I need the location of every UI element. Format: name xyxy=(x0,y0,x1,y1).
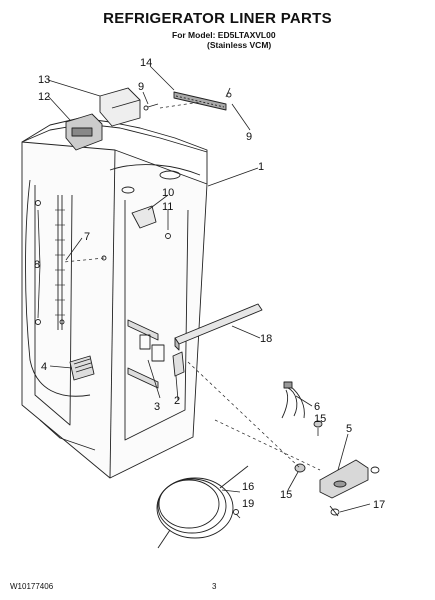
leader-lines xyxy=(37,65,371,519)
callout-5: 5 xyxy=(346,423,352,435)
callout-8: 8 xyxy=(34,259,40,271)
callout-14: 14 xyxy=(140,57,152,69)
part-5-control xyxy=(319,459,369,499)
callout-3: 3 xyxy=(154,401,160,413)
part-10-bracket xyxy=(131,205,157,229)
callout-17: 17 xyxy=(373,499,385,511)
callout-15-upper: 15 xyxy=(314,413,326,425)
callout-12: 12 xyxy=(38,91,50,103)
callout-1: 1 xyxy=(258,161,264,173)
part-12-control xyxy=(65,113,103,151)
part-15-grommets xyxy=(294,420,323,473)
doc-number: W10177406 xyxy=(10,582,54,591)
callout-13: 13 xyxy=(38,74,50,86)
callout-7: 7 xyxy=(84,231,90,243)
liner-cabinet xyxy=(21,117,208,479)
callout-19: 19 xyxy=(242,498,254,510)
page-title: REFRIGERATOR LINER PARTS xyxy=(103,10,332,27)
part-18-bar xyxy=(174,303,263,351)
page-number: 3 xyxy=(212,582,217,591)
screws xyxy=(35,87,239,515)
callout-4: 4 xyxy=(41,361,47,373)
callout-9-right: 9 xyxy=(246,131,252,143)
callout-16: 16 xyxy=(242,481,254,493)
part-14-strip xyxy=(173,91,227,111)
model-line: For Model: ED5LTAXVL00 xyxy=(172,30,276,40)
finish-line: (Stainless VCM) xyxy=(207,40,272,50)
part-2-clip xyxy=(172,351,185,377)
part-4-vent xyxy=(69,355,95,381)
callout-10: 10 xyxy=(162,187,174,199)
part-16-tube xyxy=(156,465,249,549)
callout-6: 6 xyxy=(314,401,320,413)
callout-2: 2 xyxy=(174,395,180,407)
callout-15-lower: 15 xyxy=(280,489,292,501)
callout-9-top: 9 xyxy=(138,81,144,93)
callout-18: 18 xyxy=(260,333,272,345)
part-13-housing xyxy=(99,87,141,127)
callout-11: 11 xyxy=(162,201,173,213)
assembly-lines xyxy=(63,101,321,471)
part-17-knob xyxy=(329,466,380,517)
part-6-harness xyxy=(281,381,305,419)
